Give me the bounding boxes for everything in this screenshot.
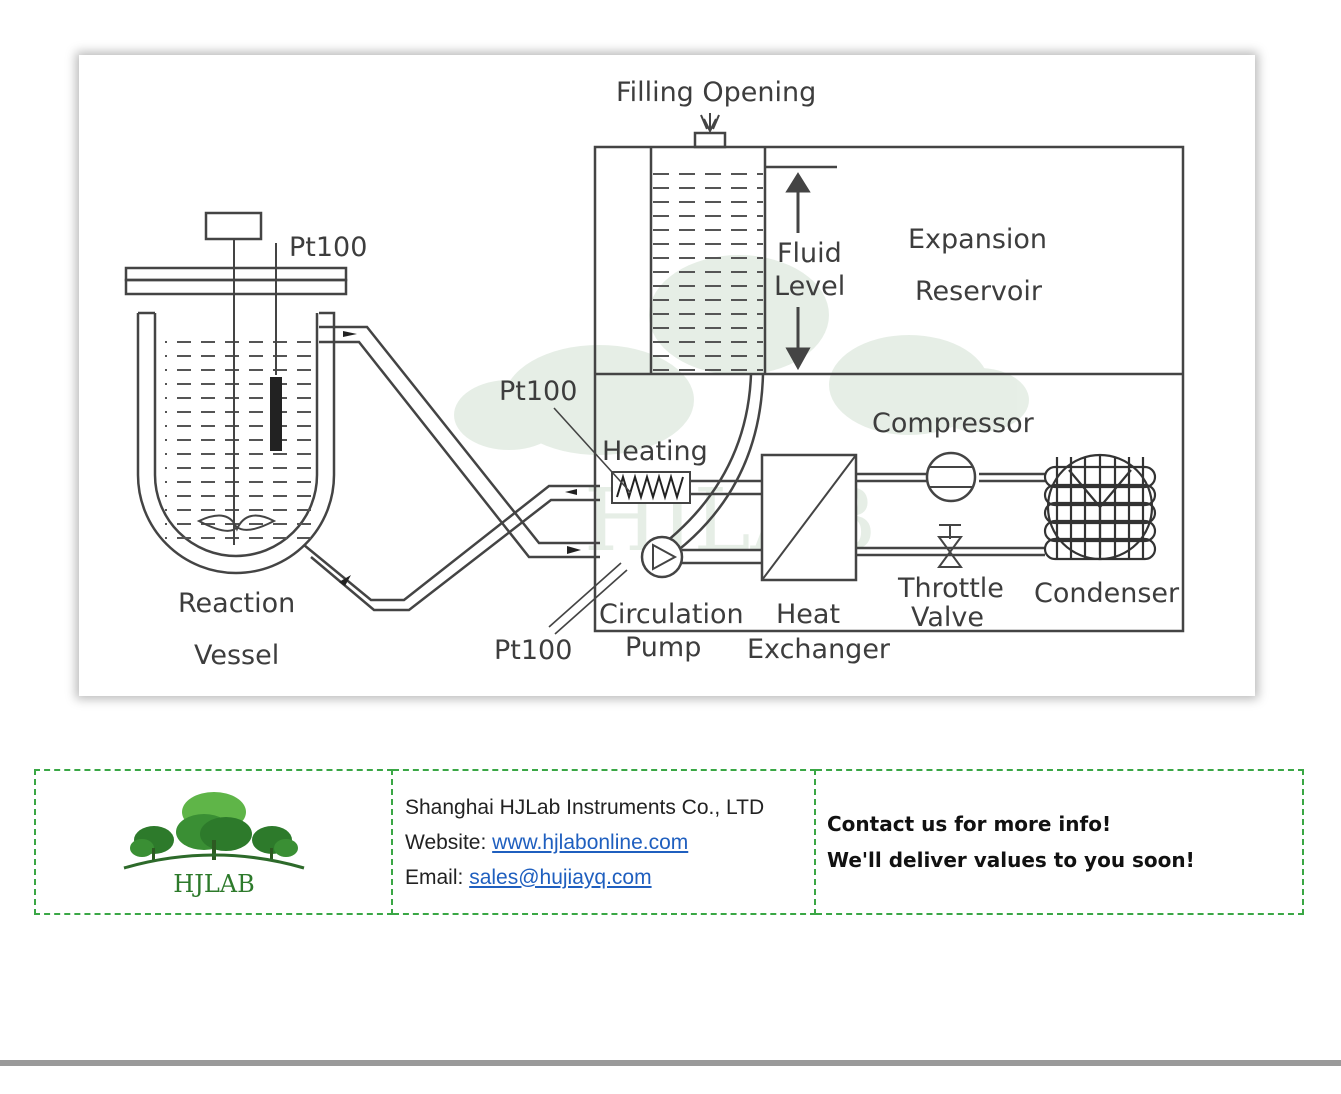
- tree-icon: [123, 792, 304, 870]
- pump-triangle: [652, 543, 678, 571]
- flow-arrow: [339, 575, 351, 586]
- website-label: Website:: [405, 830, 493, 854]
- message-cell: Contact us for more info! We'll deliver …: [814, 769, 1304, 915]
- footer-divider: [0, 1060, 1341, 1066]
- chiller-system-diagram: HJLAB: [79, 55, 1255, 696]
- company-info-cell: Shanghai HJLab Instruments Co., LTD Webs…: [391, 769, 816, 915]
- label-exchanger: Exchanger: [747, 634, 891, 665]
- label-expansion: Expansion: [908, 224, 1047, 255]
- label-circulation: Circulation: [599, 599, 744, 630]
- label-heat: Heat: [776, 599, 840, 630]
- flow-arrow: [343, 331, 357, 337]
- label-vessel: Vessel: [194, 640, 279, 671]
- condenser: [1043, 453, 1157, 561]
- delivery-message: We'll deliver values to you soon!: [827, 848, 1195, 872]
- compressor: [925, 451, 977, 503]
- expansion-reservoir-liquid: [651, 167, 763, 373]
- label-throttle: Throttle: [897, 573, 1004, 604]
- label-pt100-heating: Pt100: [499, 376, 577, 407]
- website-line: Website: www.hjlabonline.com: [393, 825, 814, 860]
- contact-message: Contact us for more info!: [827, 812, 1112, 836]
- label-pump: Pump: [625, 632, 701, 663]
- label-reservoir: Reservoir: [915, 276, 1043, 307]
- label-heating: Heating: [602, 436, 708, 467]
- label-level: Level: [774, 271, 845, 302]
- throttle-valve: [937, 524, 963, 568]
- label-condenser: Condenser: [1034, 578, 1180, 609]
- fluid-level-arrow: [785, 172, 811, 371]
- stirrer-blade: [196, 514, 277, 532]
- leader-lines: [548, 407, 632, 635]
- chiller-unit: [593, 145, 1185, 633]
- email-label: Email:: [405, 865, 470, 889]
- logo-text: HJLAB: [173, 870, 254, 898]
- flow-arrow: [567, 546, 581, 554]
- website-link[interactable]: www.hjlabonline.com: [492, 830, 689, 854]
- email-line: Email: sales@hujiayq.com: [393, 860, 814, 895]
- flow-arrow: [565, 489, 577, 495]
- email-link[interactable]: sales@hujiayq.com: [469, 865, 652, 889]
- label-pt100-pump: Pt100: [494, 635, 572, 666]
- hjlab-logo: HJLAB: [123, 792, 304, 898]
- contact-table: HJLAB Shanghai HJLab Instruments Co., LT…: [34, 769, 1304, 915]
- expansion-reservoir-tank: [649, 131, 837, 374]
- company-name: Shanghai HJLab Instruments Co., LTD: [405, 795, 765, 819]
- circulation-pipes: [303, 325, 600, 612]
- label-compressor: Compressor: [872, 408, 1035, 439]
- filling-arrow: [700, 113, 720, 134]
- refrigeration-lines: [856, 472, 1045, 557]
- vessel-liquid: [165, 330, 311, 540]
- heating-coil: [616, 473, 684, 501]
- label-filling-opening: Filling Opening: [616, 77, 816, 108]
- pt100-probe: [270, 377, 282, 451]
- label-pt100-vessel: Pt100: [289, 232, 367, 263]
- label-fluid: Fluid: [777, 238, 842, 269]
- logo-cell: HJLAB: [34, 769, 393, 915]
- label-valve: Valve: [911, 602, 984, 633]
- label-reaction: Reaction: [178, 588, 295, 619]
